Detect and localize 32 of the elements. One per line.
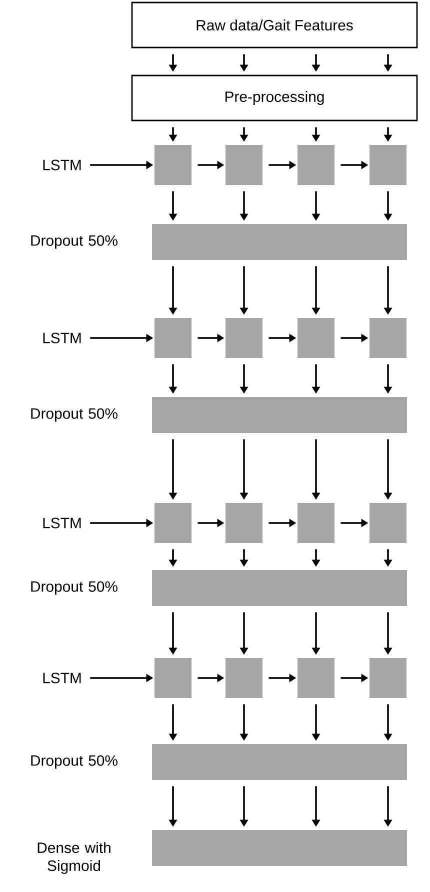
lstm-cell — [226, 503, 262, 543]
layer-label: Dropout 50% — [31, 408, 118, 422]
lstm-cell — [298, 318, 334, 358]
layer-label: Dropout 50% — [31, 581, 118, 595]
lstm-cell — [370, 503, 406, 543]
process-box: Pre-processing — [131, 74, 418, 122]
lstm-cell — [226, 318, 262, 358]
layer-bar — [152, 570, 407, 606]
layer-label: LSTM — [43, 332, 81, 344]
layer-label: Dense with Sigmoid — [38, 842, 110, 874]
layer-label: LSTM — [43, 672, 81, 684]
layer-bar — [152, 744, 407, 780]
lstm-cell — [298, 503, 334, 543]
lstm-cell — [154, 318, 192, 358]
lstm-cell — [370, 145, 406, 185]
lstm-cell — [154, 658, 192, 698]
layer-label: LSTM — [43, 160, 81, 170]
lstm-cell — [226, 145, 262, 185]
lstm-cell — [298, 145, 334, 185]
layer-bar — [152, 830, 407, 866]
lstm-cell — [370, 658, 406, 698]
layer-label: LSTM — [43, 518, 81, 528]
layer-label: Dropout 50% — [31, 235, 118, 249]
lstm-cell — [370, 318, 406, 358]
lstm-cell — [298, 658, 334, 698]
process-box: Raw data/Gait Features — [131, 2, 418, 48]
lstm-cell — [154, 145, 192, 185]
layer-bar — [152, 224, 407, 260]
lstm-cell — [154, 503, 192, 543]
layer-label: Dropout 50% — [31, 755, 118, 769]
lstm-cell — [226, 658, 262, 698]
layer-bar — [152, 397, 407, 433]
